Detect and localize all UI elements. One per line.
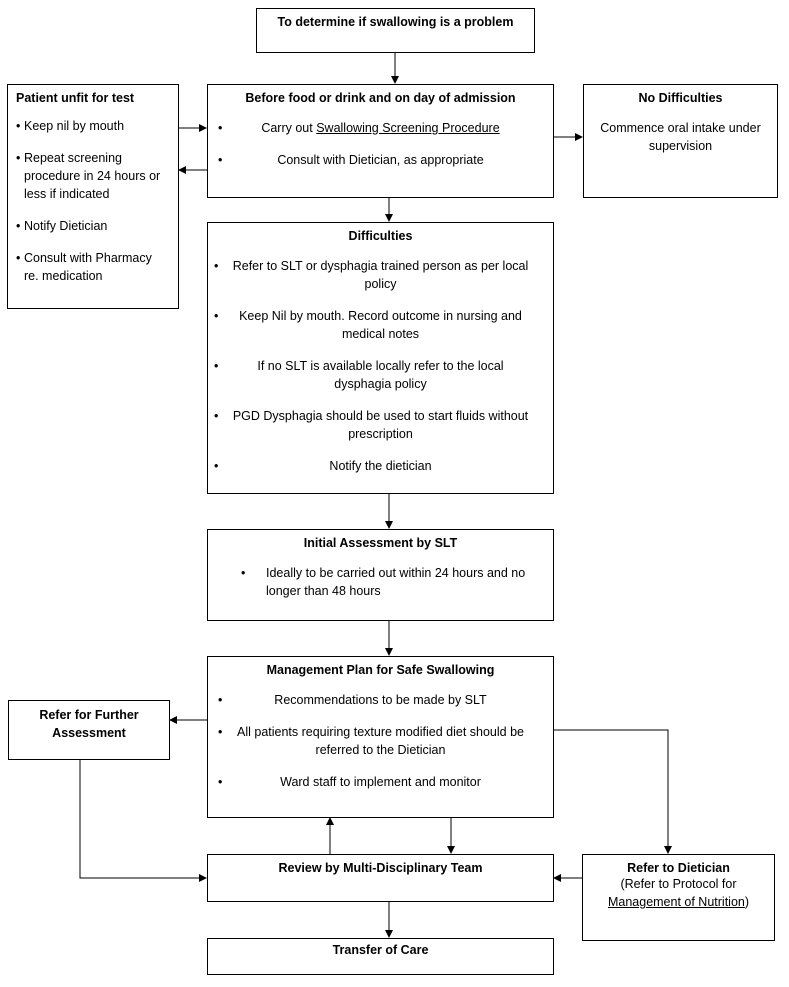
box-title: Refer for Further Assessment xyxy=(39,708,139,740)
box-title: Transfer of Care xyxy=(332,943,429,957)
swallowing-screening-link[interactable]: Swallowing Screening Procedure xyxy=(316,121,500,135)
box-transfer-of-care: Transfer of Care xyxy=(207,938,554,975)
arrow-management-to-dietician xyxy=(553,729,672,854)
management-of-nutrition-link[interactable]: Management of Nutrition xyxy=(607,895,745,909)
list-item: •Keep Nil by mouth. Record outcome in nu… xyxy=(214,309,522,341)
list-item: • Consult with Dietician, as appropriate xyxy=(218,153,484,167)
list-item: •Recommendations to be made by SLT xyxy=(218,693,487,707)
list-item: •Repeat screening procedure in 24 hours … xyxy=(16,151,161,201)
list-item: • Ideally to be carried out within 24 ho… xyxy=(241,566,526,598)
box-text: Commence oral intake under supervision xyxy=(600,121,761,153)
box-title: Before food or drink and on day of admis… xyxy=(245,91,516,105)
box-text: (Refer to Protocol for xyxy=(620,877,737,891)
box-title: Review by Multi-Disciplinary Team xyxy=(278,861,483,875)
list-item: •Refer to SLT or dysphagia trained perso… xyxy=(214,259,529,291)
box-title: Patient unfit for test xyxy=(16,91,135,105)
list-item: •Consult with Pharmacy re. medication xyxy=(16,251,152,283)
box-determine-problem: To determine if swallowing is a problem xyxy=(256,8,535,53)
list-item: •Notify the dietician xyxy=(214,459,432,473)
box-initial-assessment: Initial Assessment by SLT • Ideally to b… xyxy=(207,529,554,621)
box-title: To determine if swallowing is a problem xyxy=(277,15,514,29)
box-review-mdt: Review by Multi-Disciplinary Team xyxy=(207,854,554,902)
list-item: •Ward staff to implement and monitor xyxy=(218,775,481,789)
box-title: Refer to Dietician xyxy=(627,861,730,875)
box-patient-unfit: Patient unfit for test •Keep nil by mout… xyxy=(7,84,179,309)
arrow-further-to-review xyxy=(79,759,207,882)
list-item: •If no SLT is available locally refer to… xyxy=(214,359,504,391)
list-item: •Keep nil by mouth xyxy=(16,119,125,133)
box-no-difficulties: No Difficulties Commence oral intake und… xyxy=(583,84,778,198)
box-refer-further-assessment: Refer for Further Assessment xyxy=(8,700,170,760)
list-item: •Notify Dietician xyxy=(16,219,108,233)
list-item: • Carry out Swallowing Screening Procedu… xyxy=(218,121,500,135)
box-admission: Before food or drink and on day of admis… xyxy=(207,84,554,198)
box-text-link-line: Management of Nutrition) xyxy=(607,895,750,909)
box-title: Difficulties xyxy=(348,229,413,243)
box-refer-dietician: Refer to Dietician (Refer to Protocol fo… xyxy=(582,854,775,941)
box-title: Initial Assessment by SLT xyxy=(303,536,458,550)
list-item: •PGD Dysphagia should be used to start f… xyxy=(214,409,529,441)
list-item: •All patients requiring texture modified… xyxy=(218,725,524,757)
box-difficulties: Difficulties •Refer to SLT or dysphagia … xyxy=(207,222,554,494)
box-title: Management Plan for Safe Swallowing xyxy=(266,663,495,677)
box-management-plan: Management Plan for Safe Swallowing •Rec… xyxy=(207,656,554,818)
box-title: No Difficulties xyxy=(638,91,723,105)
